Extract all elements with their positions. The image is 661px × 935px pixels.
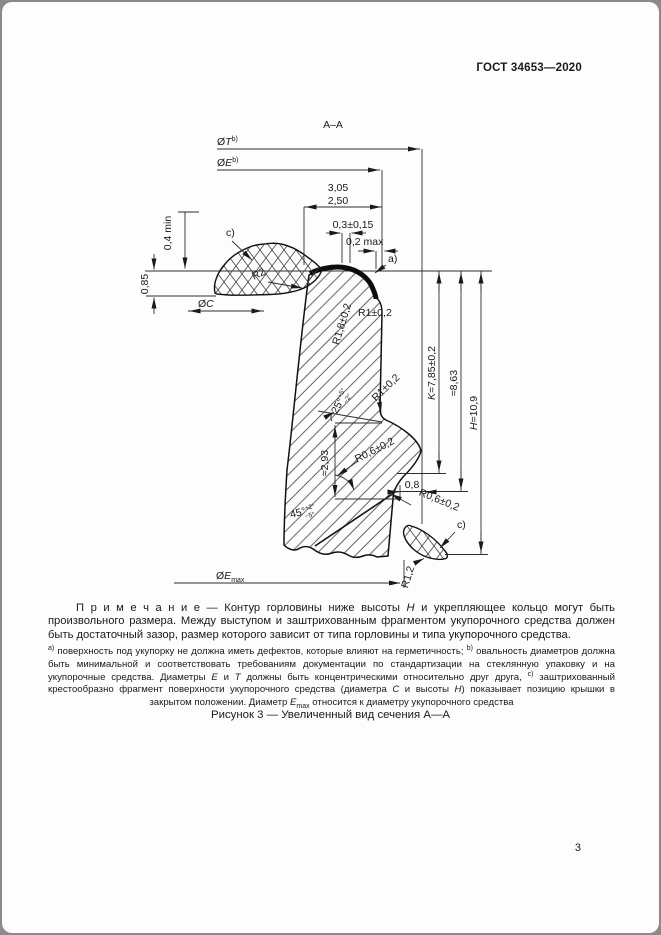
- variable-H: H: [406, 602, 415, 614]
- dim-dia-T: ØTb): [217, 136, 238, 148]
- note-label: П р и м е ч а н и е: [76, 602, 201, 614]
- dim-8-63: ≈8,63: [448, 370, 460, 396]
- dim-0-3: 0,3±0,15: [333, 219, 374, 231]
- dim-2-50: 2,50: [328, 195, 349, 207]
- dim-angle-45: 45°+2°−5°: [289, 502, 318, 524]
- section-title: А–А: [323, 119, 343, 131]
- dim-R1-top: R1±0,2: [358, 307, 392, 319]
- dim-R1-2: R1,2: [399, 565, 417, 590]
- dim-dia-C: ØC: [198, 298, 214, 310]
- standard-number: ГОСТ 34653—2020: [476, 62, 582, 74]
- dim-dia-Emax: ØEmax: [216, 570, 245, 584]
- sealing-surface-arc: [308, 264, 379, 300]
- chamfer-45-line: [314, 492, 395, 547]
- footref-a: a): [388, 253, 397, 265]
- figure-3-drawing: А–А: [139, 119, 492, 590]
- closure-top-fragment: [213, 242, 323, 296]
- dim-dia-E: ØEb): [217, 157, 238, 169]
- footref-c-top: c): [226, 227, 235, 239]
- dim-2-93: ≈2,93: [319, 450, 331, 476]
- figure-footnotes: a) поверхность под укупорку не должна им…: [48, 644, 616, 711]
- figure-caption: Рисунок 3 — Увеличенный вид сечения А—А: [211, 709, 450, 721]
- dim-H: H=10,9: [468, 396, 480, 430]
- dim-K: K=7,85±0,2: [426, 346, 438, 400]
- closure-skirt-fragment: [402, 524, 449, 561]
- bottle-neck-section: [283, 264, 422, 559]
- figure-note: П р и м е ч а н и е — Контур горловины н…: [48, 602, 616, 641]
- page-number: 3: [574, 842, 581, 854]
- dim-0-2-max: 0,2 max: [346, 236, 384, 248]
- footref-c-low: c): [457, 519, 466, 531]
- dimension-lines: [151, 146, 488, 588]
- footnote-c-marker: c): [527, 670, 534, 678]
- dim-0-4-min: 0,4 min: [162, 216, 174, 251]
- neck-outline: [283, 267, 422, 559]
- dim-R0-6-low: R0,6±0,2: [417, 487, 461, 514]
- dim-R2: R2: [250, 266, 267, 283]
- footnote-b-marker: b): [466, 644, 473, 652]
- dim-3-05: 3,05: [328, 182, 349, 194]
- dim-0-85: 0,85: [139, 274, 151, 295]
- footnote-a-marker: a): [48, 644, 55, 652]
- dim-0-8: 0,8: [405, 479, 420, 491]
